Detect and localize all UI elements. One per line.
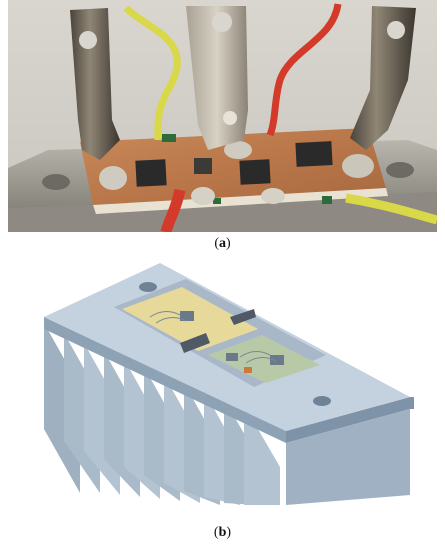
heatsink-module-render: [30, 255, 420, 505]
heatsink-fins: [44, 323, 280, 505]
panel-b-close-paren: ): [226, 525, 232, 540]
panel-b-caption: (b): [0, 525, 445, 541]
power-module-photo: [8, 0, 437, 232]
power-module-photo-drawing: [8, 0, 437, 232]
panel-a-letter: a: [219, 236, 226, 251]
panel-a-open-paren: (: [214, 236, 219, 251]
panel-a-caption: (a): [0, 236, 445, 252]
panel-a-close-paren: ): [226, 236, 231, 251]
heatsink-module-render-drawing: [44, 263, 414, 505]
panel-b-open-paren: (: [213, 525, 219, 540]
panel-b-letter: b: [218, 525, 227, 540]
